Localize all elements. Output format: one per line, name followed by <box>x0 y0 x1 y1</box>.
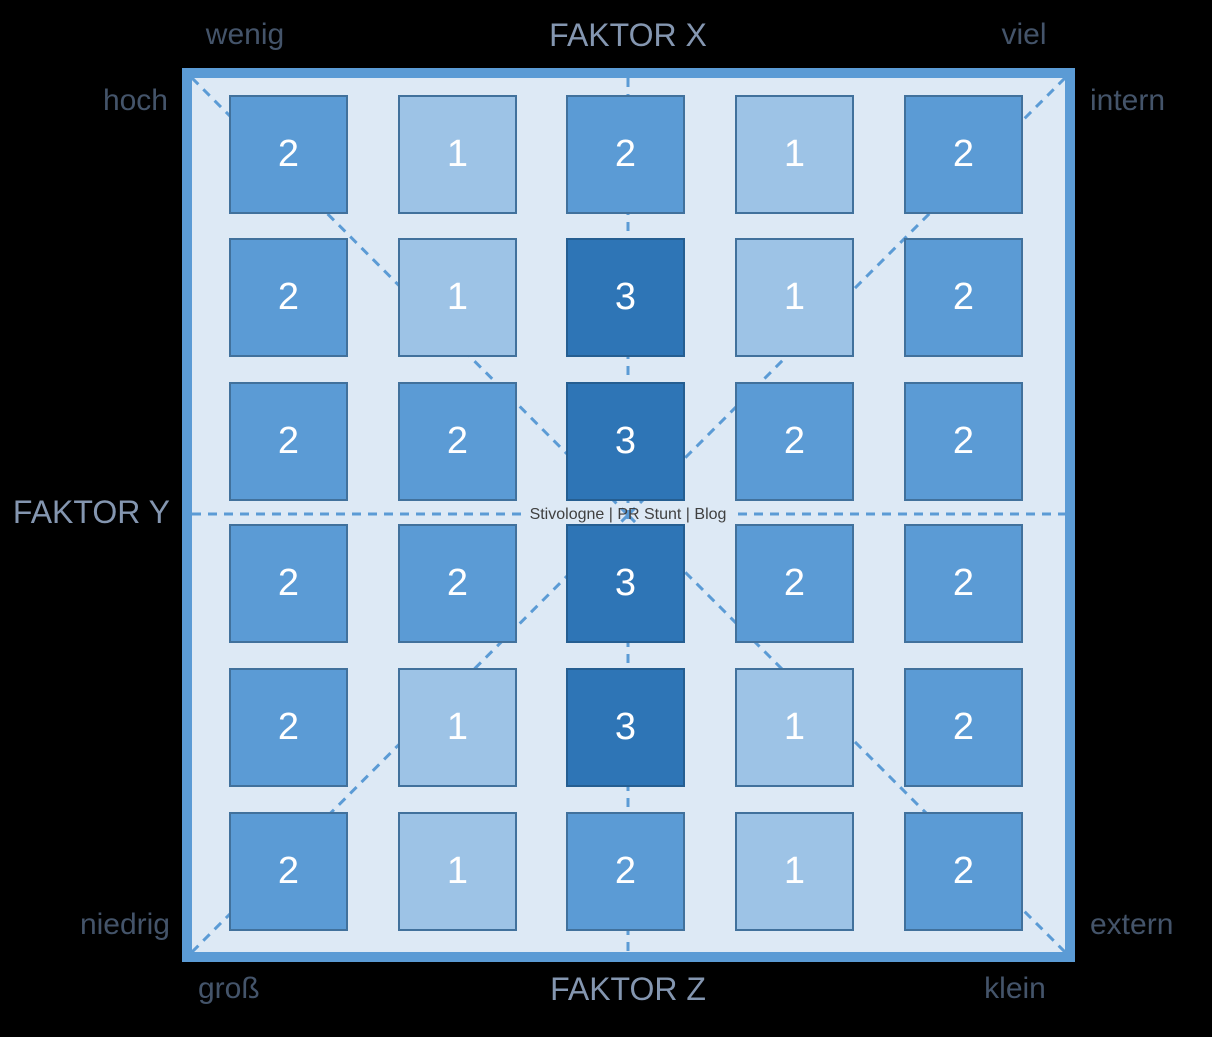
matrix-cell-r3-c5: 2 <box>904 382 1023 501</box>
watermark-text: Stivologne | PR Stunt | Blog <box>529 506 727 523</box>
matrix-cell-r4-c3: 3 <box>566 524 685 643</box>
matrix-cell-r1-c4: 1 <box>735 95 854 214</box>
matrix-cell-r2-c5: 2 <box>904 238 1023 357</box>
matrix-cell-r3-c1: 2 <box>229 382 348 501</box>
matrix-cell-r5-c4: 1 <box>735 668 854 787</box>
x-axis-max-label: viel <box>1001 18 1047 51</box>
matrix-cell-r2-c1: 2 <box>229 238 348 357</box>
diagonal-bottom-label: extern <box>1090 908 1174 941</box>
x-axis-title: FAKTOR X <box>549 17 707 53</box>
matrix-cell-r1-c3: 2 <box>566 95 685 214</box>
x-axis-min-label: wenig <box>205 18 285 51</box>
matrix-cell-r2-c2: 1 <box>398 238 517 357</box>
matrix-cell-r6-c4: 1 <box>735 812 854 931</box>
matrix-cell-r1-c2: 1 <box>398 95 517 214</box>
z-axis-title: FAKTOR Z <box>550 971 706 1007</box>
y-axis-max-label: hoch <box>102 84 168 117</box>
matrix-cell-r2-c4: 1 <box>735 238 854 357</box>
matrix-cell-r3-c4: 2 <box>735 382 854 501</box>
matrix-cell-r2-c3: 3 <box>566 238 685 357</box>
y-axis-title: FAKTOR Y <box>12 494 170 530</box>
matrix-cell-r4-c4: 2 <box>735 524 854 643</box>
matrix-cell-r1-c5: 2 <box>904 95 1023 214</box>
matrix-cell-r5-c2: 1 <box>398 668 517 787</box>
matrix-cell-r6-c3: 2 <box>566 812 685 931</box>
matrix-cell-r6-c1: 2 <box>229 812 348 931</box>
z-axis-max-label: klein <box>984 972 1046 1005</box>
diagonal-top-label: intern <box>1090 84 1166 117</box>
matrix-cell-r3-c3: 3 <box>566 382 685 501</box>
matrix-cell-r1-c1: 2 <box>229 95 348 214</box>
matrix-cell-r3-c2: 2 <box>398 382 517 501</box>
matrix-cell-r6-c5: 2 <box>904 812 1023 931</box>
matrix-cell-r5-c3: 3 <box>566 668 685 787</box>
y-axis-min-label: niedrig <box>79 908 170 941</box>
matrix-cell-r4-c2: 2 <box>398 524 517 643</box>
matrix-cell-r4-c5: 2 <box>904 524 1023 643</box>
matrix-cell-r6-c2: 1 <box>398 812 517 931</box>
z-axis-min-label: groß <box>198 972 260 1005</box>
matrix-cell-r4-c1: 2 <box>229 524 348 643</box>
matrix-cell-r5-c1: 2 <box>229 668 348 787</box>
matrix-cell-r5-c5: 2 <box>904 668 1023 787</box>
